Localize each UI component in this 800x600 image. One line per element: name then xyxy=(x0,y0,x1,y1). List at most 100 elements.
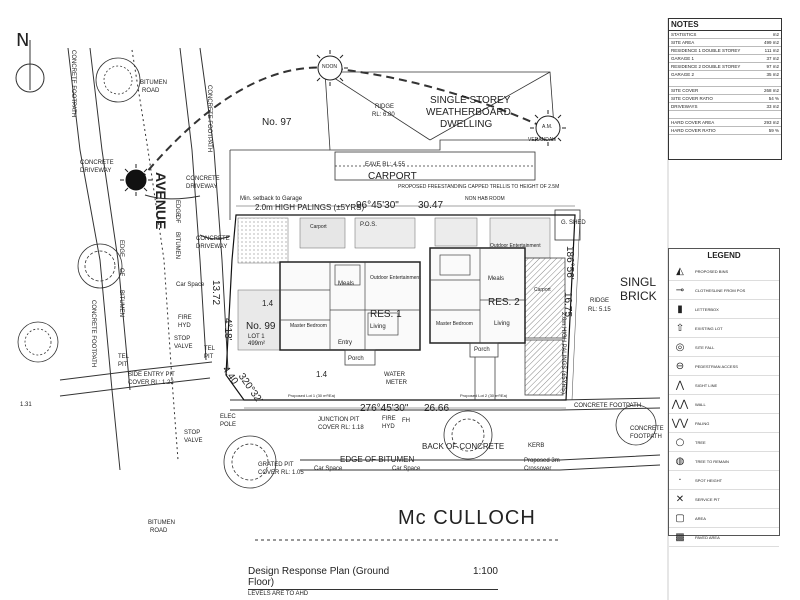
legend-item-label: PROPOSED BINS xyxy=(695,268,729,274)
legend-item-label: LETTERBOX xyxy=(695,306,719,312)
grated-pit-1: GRATED PIT xyxy=(258,462,294,468)
outdoor-1: Outdoor Entertainment xyxy=(370,275,421,281)
meals-2: Meals xyxy=(488,276,505,282)
notes-row-value: 499 m2 xyxy=(763,40,779,45)
notes-row-value: m2 xyxy=(772,32,779,37)
concrete-footpath-top: CONCRETE FOOTPATH xyxy=(206,85,212,153)
living-2: Living xyxy=(494,321,510,327)
edge-of-label: OF xyxy=(174,215,180,224)
plan-subtitle: LEVELS ARE TO AHD xyxy=(248,591,309,597)
dwelling-label: DWELLING xyxy=(440,119,493,130)
zigzag-2-icon: ⋁⋁ xyxy=(671,417,689,429)
legend-item: ⊖PEDESTRIAN ACCESS xyxy=(669,357,779,376)
notes-row-value: 293 m2 xyxy=(763,120,779,125)
hatched-square-icon: ▩ xyxy=(675,531,685,543)
left-bearing: 4°18' xyxy=(222,318,233,341)
fire-hyd-bottom-1: FIRE xyxy=(382,416,396,422)
notes-row-value: 37 m2 xyxy=(766,56,779,61)
legend-item-label: SITE FALL xyxy=(695,344,715,350)
porch-1: Porch xyxy=(348,356,364,362)
dot-icon: · xyxy=(678,474,682,486)
carport-1: Carport xyxy=(310,224,327,230)
notes-row-label: SITE AREA xyxy=(671,40,695,45)
back-of-concrete: BACK OF CONCRETE xyxy=(422,442,505,451)
notes-row: SITE AREA 499 m2 xyxy=(669,39,781,47)
trees xyxy=(17,57,657,489)
legend-item: ⇧EXISTING LOT xyxy=(669,319,779,338)
res1-label: RES. 1 xyxy=(370,309,402,320)
no99-label: No. 99 xyxy=(246,321,276,332)
bearing-bottom: 276°45'30" xyxy=(360,403,409,414)
legend-item-label: PAVED AREA xyxy=(695,534,720,540)
stop-valve-left-1: STOP xyxy=(174,336,191,342)
legend-item-label: AREA xyxy=(695,515,706,521)
entry-1: Entry xyxy=(338,340,353,346)
porches xyxy=(344,342,499,400)
tel-pit-b1: TEL xyxy=(204,346,216,352)
mcculloch-street-label: Mc CULLOCH xyxy=(398,507,536,529)
edge-of-bitumen-2c: BITUMEN xyxy=(118,290,124,317)
pedestrian-icon: ⊖ xyxy=(675,360,685,372)
notes-row-label: HARD COVER AREA xyxy=(671,120,715,125)
single-label: SINGL xyxy=(620,275,657,289)
notes-row-label: STATISTICS xyxy=(671,32,697,37)
bitumen-road-top-1: BITUMEN xyxy=(140,80,167,86)
noon-label: NOON xyxy=(322,64,337,70)
porch-2: Porch xyxy=(474,347,490,353)
notes-row-label: SITE COVER xyxy=(671,88,699,93)
setback-note: Min. setback to Garage xyxy=(240,196,303,202)
crossover-2: Crossover xyxy=(524,466,552,472)
legend-item: ▮ LETTERBOX xyxy=(669,300,779,319)
master-1: Master Bedroom xyxy=(290,323,327,329)
legend-title: LEGEND xyxy=(707,251,741,260)
dim-14-b: 1.4 xyxy=(316,370,328,379)
notes-row-value: 268 m2 xyxy=(763,88,779,93)
rl-131-label: 1.31 xyxy=(20,402,32,408)
tel-pit-1: TEL xyxy=(118,354,130,360)
residence-2-plan xyxy=(429,247,526,344)
verandah-label: VERANDAH xyxy=(528,137,556,143)
bitumen-label: BITUMEN xyxy=(174,232,180,259)
fire-hyd-left-1: FIRE xyxy=(178,315,192,321)
no97-label: No. 97 xyxy=(262,117,292,128)
concrete-driveway-2a: CONCRETE xyxy=(186,176,220,182)
legend-item-label: CLOTHESLINE FROM POS xyxy=(695,287,746,293)
length-top: 30.47 xyxy=(418,200,444,211)
am-label: A.M. xyxy=(542,124,553,130)
carport-label: CARPORT xyxy=(368,171,417,182)
legend-item-label: SIGHT LINE xyxy=(695,382,718,388)
notes-row: SITE COVER 268 m2 xyxy=(669,87,781,95)
letterbox-icon: ▮ xyxy=(677,303,683,315)
bitumen-road-bottom-2: ROAD xyxy=(150,528,168,534)
cross-icon: ✕ xyxy=(675,493,685,505)
right-bearing: 186°56' xyxy=(564,246,575,280)
ridge-label: RIDGE xyxy=(375,104,395,110)
lot-label: LOT 1 xyxy=(248,334,265,340)
concrete-footpath-far-1: CONCRETE xyxy=(630,426,664,432)
sight-line-icon: ⋀ xyxy=(675,379,685,391)
stop-valve-left-2: VALVE xyxy=(174,344,193,350)
length-bottom: 26.66 xyxy=(424,403,450,414)
junction-pit-2: COVER RL: 1.18 xyxy=(318,425,364,431)
notes-row-value: 54 % xyxy=(768,96,779,101)
nonhab-label: NON HAB ROOM xyxy=(465,196,505,202)
legend-item: ▢AREA xyxy=(669,509,779,528)
bearing-top: 96°45'30" xyxy=(356,200,399,211)
left-length: 13.72 xyxy=(210,280,221,306)
palings-label: 2.0m HIGH PALINGS (±5YRS) xyxy=(255,203,365,212)
concrete-driveway-3b: DRIVEWAY xyxy=(196,244,228,250)
paving-areas xyxy=(237,217,566,396)
stop-valve-2b: VALVE xyxy=(184,438,203,444)
site-boundary xyxy=(225,214,576,401)
concrete-driveway-1a: CONCRETE xyxy=(80,160,114,166)
res2-label: RES. 2 xyxy=(488,297,520,308)
boundary-dimensions xyxy=(236,205,581,409)
legend-item-label: TREE TO REMAIN xyxy=(695,458,729,464)
shed-label: G. SHED xyxy=(561,220,586,226)
mcculloch-road xyxy=(230,397,661,541)
side-entry-pit-2: COVER RL: 1.22 xyxy=(128,380,174,386)
